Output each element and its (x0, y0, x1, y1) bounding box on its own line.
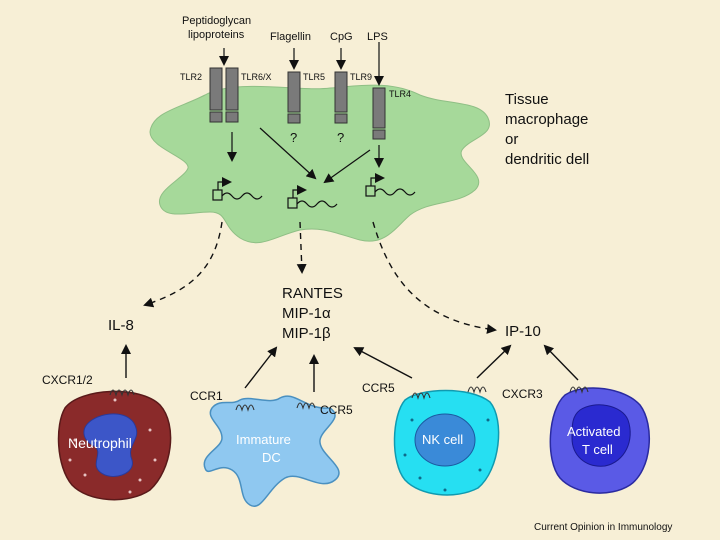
arrow-nk-ip10 (476, 344, 512, 379)
label-nk-cell: NK cell (422, 432, 463, 447)
gene-il8 (212, 177, 263, 201)
receptor-tlr6x (225, 67, 239, 123)
secretion-arrow-il8 (143, 221, 223, 308)
receptor-coil-cxcr3 (569, 386, 589, 394)
label-unknown-tlr5: ? (290, 130, 297, 145)
label-flagellin: Flagellin (270, 31, 311, 43)
label-ccr1: CCR1 (190, 389, 223, 403)
label-tlr2: TLR2 (180, 72, 202, 82)
footer-credit: Current Opinion in Immunology (534, 522, 672, 533)
secretion-arrow-rantes (296, 221, 307, 274)
receptor-tlr4 (372, 87, 386, 140)
label-activated: Activated (567, 424, 620, 439)
label-ccr5-dc: CCR5 (320, 403, 353, 417)
label-t-cell: T cell (582, 442, 613, 457)
label-mip1a: MIP-1α (282, 305, 331, 322)
arrow-tcell-ip10 (543, 344, 579, 381)
label-rantes: RANTES (282, 285, 343, 302)
gene-ip10 (365, 173, 416, 197)
cell-label-line-1: Tissue (505, 91, 549, 108)
label-unknown-tlr9: ? (337, 130, 344, 145)
label-ip10: IP-10 (505, 323, 541, 340)
arrow-nk-rantes (353, 347, 413, 379)
nk-cell (393, 389, 500, 496)
label-peptidoglycan: Peptidoglycan (182, 15, 251, 27)
label-cxcr3: CXCR3 (502, 387, 543, 401)
receptor-tlr5 (287, 71, 301, 124)
immature-dc-cell (203, 395, 340, 507)
label-tlr9: TLR9 (350, 72, 372, 82)
receptor-tlr9 (334, 71, 348, 124)
label-il8: IL-8 (108, 317, 134, 334)
label-immature: Immature (236, 432, 291, 447)
label-dc: DC (262, 450, 281, 465)
label-ccr5-nk: CCR5 (362, 381, 395, 395)
arrow-dc-rantes-1 (244, 346, 278, 389)
receptor-coil-ccr1 (235, 404, 255, 412)
secretion-arrow-ip10 (372, 221, 497, 334)
receptor-tlr2 (209, 67, 223, 123)
macrophage-cell (149, 84, 490, 244)
label-lps: LPS (367, 31, 388, 43)
label-tlr6x: TLR6/X (241, 72, 272, 82)
receptor-coil-nk2 (467, 386, 487, 394)
label-neutrophil: Neutrophil (68, 435, 132, 451)
label-tlr4: TLR4 (389, 89, 411, 99)
label-mip1b: MIP-1β (282, 325, 331, 342)
cell-label-line-3: or (505, 131, 518, 148)
neutrophil-cell (57, 390, 172, 501)
label-lipoproteins: lipoproteins (188, 29, 245, 41)
label-cpg: CpG (330, 31, 353, 43)
receptor-coil-ccr5-dc (296, 402, 316, 410)
cell-label-line-4: dendritic dell (505, 151, 589, 168)
activated-t-cell (549, 387, 651, 494)
receptor-coil-ccr5-nk (411, 392, 431, 400)
label-tlr5: TLR5 (303, 72, 325, 82)
label-cxcr12: CXCR1/2 (42, 373, 93, 387)
cell-label-line-2: macrophage (505, 111, 588, 128)
gene-rantes (287, 185, 338, 209)
receptor-coil-cxcr12 (109, 389, 135, 397)
